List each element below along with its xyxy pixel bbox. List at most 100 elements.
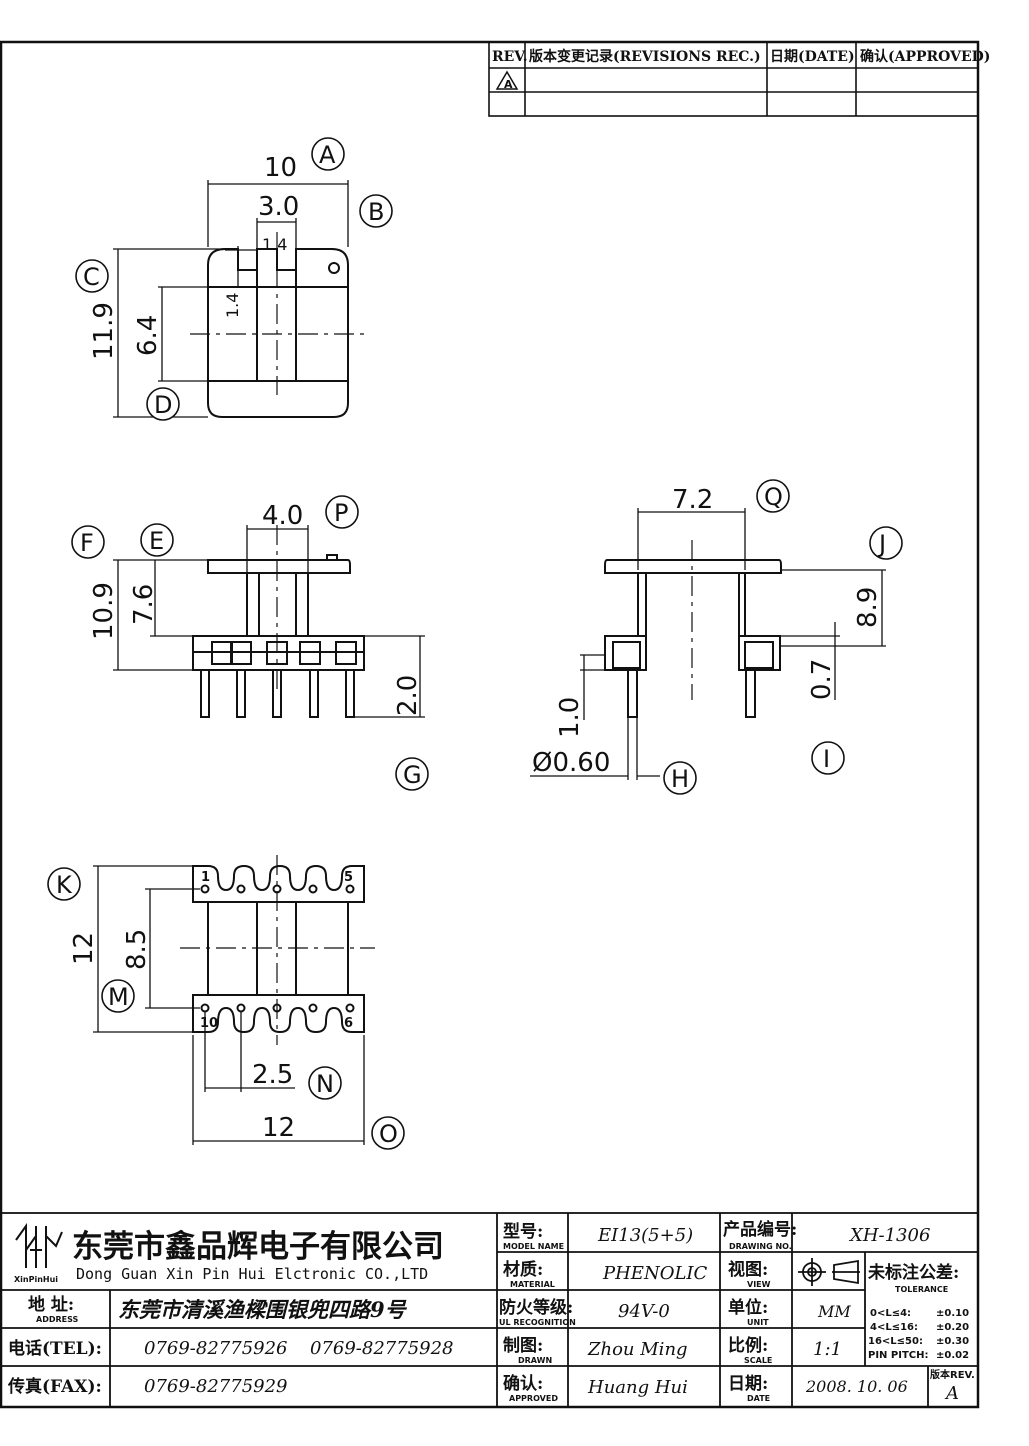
callout-C: C bbox=[83, 263, 100, 291]
callout-D: D bbox=[154, 391, 172, 419]
tolerance-range-2: 4<L≤16: bbox=[870, 1322, 918, 1333]
pin-label-5: 5 bbox=[344, 870, 353, 885]
unit-sub: UNIT bbox=[747, 1318, 769, 1327]
drawing-no-label: 产品编号: bbox=[723, 1219, 797, 1240]
dim-pin-pitch: 2.5 bbox=[252, 1060, 293, 1090]
approved-value: Huang Hui bbox=[587, 1377, 688, 1398]
rev-header: REV. bbox=[492, 49, 528, 65]
callout-J: J bbox=[877, 530, 886, 558]
scale-value: 1:1 bbox=[813, 1339, 842, 1360]
material-sub: MATERIAL bbox=[510, 1280, 555, 1289]
front-view bbox=[192, 554, 365, 718]
callout-K: K bbox=[56, 871, 73, 899]
projection-symbol-icon bbox=[798, 1258, 860, 1286]
dim-side-height: 8.9 bbox=[853, 587, 883, 628]
revision-table bbox=[488, 41, 979, 117]
approved-header: 确认(APPROVED) bbox=[860, 48, 990, 65]
sheet-border bbox=[0, 40, 980, 1409]
dim-pin-length: 2.0 bbox=[393, 675, 423, 716]
address-sub: ADDRESS bbox=[36, 1315, 79, 1324]
callout-I: I bbox=[823, 745, 830, 773]
unit-label: 单位: bbox=[728, 1297, 768, 1318]
ul-label: 防火等级: bbox=[499, 1297, 573, 1318]
tel-label: 电话(TEL): bbox=[8, 1338, 102, 1359]
rev-row-letter: A bbox=[504, 78, 513, 91]
company-name-en: Dong Guan Xin Pin Hui Elctronic CO.,LTD bbox=[76, 1265, 428, 1283]
tolerance-value-3: ±0.30 bbox=[936, 1336, 969, 1347]
side-view-dims bbox=[530, 508, 886, 780]
dim-slot-width: 3.0 bbox=[258, 192, 299, 222]
scale-label: 比例: bbox=[728, 1335, 768, 1356]
drawn-sub: DRAWN bbox=[518, 1356, 552, 1365]
approved-sub: APPROVED bbox=[509, 1394, 558, 1403]
address-label: 地 址: bbox=[28, 1294, 74, 1315]
callout-circles bbox=[47, 137, 903, 1150]
pin-label-6: 6 bbox=[344, 1016, 353, 1031]
company-logo bbox=[15, 1222, 63, 1268]
dim-notch-depth: 1.4 bbox=[223, 293, 242, 318]
date-header: 日期(DATE) bbox=[770, 49, 855, 65]
dim-bottom-height: 12 bbox=[69, 932, 99, 965]
date-sub: DATE bbox=[747, 1394, 770, 1403]
drawn-label: 制图: bbox=[503, 1335, 543, 1356]
callout-H: H bbox=[671, 765, 689, 793]
model-value: EI13(5+5) bbox=[597, 1225, 693, 1246]
company-name-cn: 东莞市鑫品辉电子有限公司 bbox=[72, 1229, 444, 1265]
dim-row-spacing: 8.5 bbox=[122, 929, 152, 970]
dim-top-width: 10 bbox=[264, 153, 297, 183]
dim-window-height: 6.4 bbox=[133, 315, 163, 356]
revisions-header: 版本变更记录(REVISIONS REC.) bbox=[529, 48, 761, 65]
material-value: PHENOLIC bbox=[602, 1263, 708, 1284]
callout-Q: Q bbox=[764, 483, 783, 511]
ul-sub: UL RECOGNITION bbox=[499, 1318, 576, 1327]
bottom-centerlines bbox=[180, 855, 375, 1045]
tolerance-label: 未标注公差: bbox=[867, 1262, 959, 1283]
scale-sub: SCALE bbox=[744, 1356, 772, 1365]
callout-F: F bbox=[80, 529, 94, 557]
callout-A: A bbox=[319, 141, 336, 169]
date-label: 日期: bbox=[728, 1374, 768, 1394]
tolerance-value-2: ±0.20 bbox=[936, 1322, 969, 1333]
front-view-dims bbox=[113, 525, 425, 718]
drawing-no-sub: DRAWING NO. bbox=[729, 1242, 792, 1251]
model-label: 型号: bbox=[503, 1221, 543, 1242]
callout-P: P bbox=[334, 499, 348, 527]
logo-text: XinPinHui bbox=[14, 1275, 58, 1284]
fax-value: 0769-82775929 bbox=[144, 1376, 288, 1397]
revision-triangle-icon bbox=[495, 70, 519, 90]
view-label: 视图: bbox=[728, 1259, 768, 1280]
tel-value-1: 0769-82775926 bbox=[144, 1338, 288, 1359]
drawing-no-value: XH-1306 bbox=[848, 1225, 930, 1246]
callout-B: B bbox=[368, 198, 384, 226]
rev-value: A bbox=[944, 1383, 959, 1404]
tolerance-value-1: ±0.10 bbox=[936, 1308, 969, 1319]
tolerance-range-1: 0<L≤4: bbox=[870, 1308, 911, 1319]
dim-pin-diameter: Ø0.60 bbox=[532, 748, 610, 778]
callout-O: O bbox=[379, 1120, 398, 1148]
dim-pin-step: 1.0 bbox=[555, 697, 585, 738]
date-value: 2008. 10. 06 bbox=[805, 1377, 908, 1396]
side-view bbox=[604, 559, 782, 718]
tolerance-range-3: 16<L≤50: bbox=[868, 1336, 923, 1347]
address-value: 东莞市清溪渔樑围银兜四路9号 bbox=[118, 1297, 408, 1322]
dim-notch: 1.4 bbox=[262, 235, 287, 254]
drawn-value: Zhou Ming bbox=[587, 1339, 688, 1360]
top-view bbox=[207, 248, 349, 418]
fax-label: 传真(FAX): bbox=[7, 1376, 102, 1397]
title-block bbox=[0, 1212, 979, 1408]
callout-N: N bbox=[316, 1070, 334, 1098]
view-sub: VIEW bbox=[747, 1280, 771, 1289]
dim-top-height: 11.9 bbox=[89, 302, 119, 360]
unit-value: MM bbox=[817, 1302, 851, 1321]
callout-E: E bbox=[149, 527, 164, 555]
dim-front-core-width: 4.0 bbox=[262, 501, 303, 531]
pin-label-10: 10 bbox=[200, 1016, 218, 1031]
bottom-view bbox=[192, 864, 365, 1034]
dim-front-height: 10.9 bbox=[89, 582, 119, 640]
callout-G: G bbox=[403, 761, 422, 789]
dim-bottom-width: 12 bbox=[262, 1113, 295, 1143]
bottom-view-dims bbox=[93, 865, 365, 1145]
tolerance-range-4: PIN PITCH: bbox=[868, 1350, 928, 1361]
callout-M: M bbox=[108, 983, 129, 1011]
